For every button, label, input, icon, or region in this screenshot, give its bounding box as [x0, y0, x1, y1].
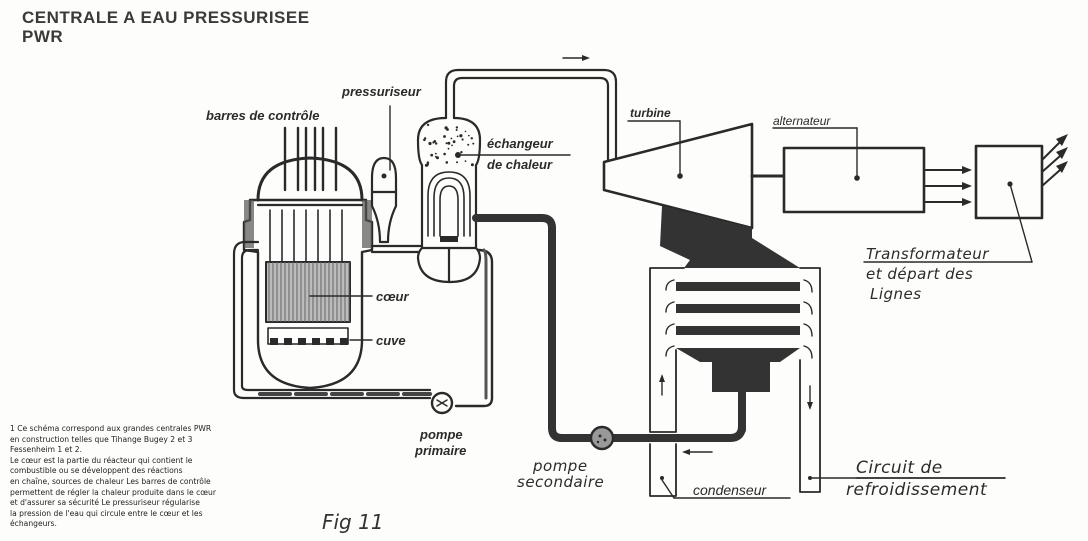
speckle-dot	[423, 138, 426, 142]
speckle-dot	[472, 142, 475, 145]
exchanger-leader-dot	[455, 152, 461, 158]
speckle-dot	[456, 135, 459, 138]
label-heat-exchanger-2: de chaleur	[487, 157, 553, 172]
cooling-leader-dot	[808, 476, 812, 480]
primary-pump	[430, 391, 454, 415]
condenser	[649, 267, 821, 497]
label-vessel: cuve	[376, 333, 406, 348]
heat-exchanger	[416, 116, 482, 284]
speckle-dot	[443, 135, 446, 138]
speckle-dot	[455, 126, 459, 129]
speckle-dot	[434, 152, 437, 155]
reactor-core	[265, 261, 351, 345]
pressurizer	[370, 156, 398, 244]
speckle-dot	[450, 137, 453, 140]
footnote-line: et d'assurer sa sécurité Le pressuriseur…	[10, 498, 200, 508]
footnote: 1 Ce schéma correspond aux grandes centr…	[10, 424, 295, 530]
footnote-line: la pression de l'eau qui circule entre l…	[10, 508, 203, 518]
turbine-exhaust	[660, 206, 800, 268]
speckle-dot	[435, 142, 438, 145]
title-line-2: PWR	[22, 27, 64, 46]
reactor-vessel	[242, 156, 374, 390]
speckle-dot	[459, 134, 463, 138]
condenser-leader-dot	[660, 476, 664, 480]
speckle-dot	[470, 137, 473, 140]
feedwater-flow-arrow	[682, 449, 713, 455]
alternator	[782, 146, 926, 214]
footnote-line: Fessenheim 1 et 2.	[10, 445, 82, 455]
speckle-dot	[446, 128, 449, 131]
speckle-dot	[461, 138, 464, 141]
label-primary-pump-1: pompe	[420, 427, 463, 442]
secondary-pump	[589, 425, 615, 451]
speckle-dot	[456, 161, 458, 164]
cooling-tubes	[676, 282, 800, 392]
speckle-dot	[470, 163, 474, 167]
speckle-dot	[451, 144, 453, 147]
speckle-dot	[428, 141, 432, 146]
speckle-dot	[452, 140, 456, 144]
footnote-line: échangeurs.	[10, 519, 57, 529]
speckle-dot	[447, 147, 450, 150]
speckle-dot	[426, 161, 430, 164]
label-transformer-2: et départ des	[866, 265, 974, 283]
cooling-flow-arrows	[659, 279, 813, 410]
speckle-dot	[430, 153, 434, 157]
speckle-dot	[436, 156, 439, 160]
label-turbine: turbine	[630, 106, 671, 120]
label-transformer-3: Lignes	[870, 285, 922, 303]
speckle-dot	[426, 123, 430, 127]
transformer	[974, 144, 1044, 220]
steam-line	[444, 68, 618, 162]
output-line-arrows	[1041, 134, 1068, 187]
speckle-dot	[445, 161, 449, 164]
footnote-line: en construction telles que Tihange Bugey…	[10, 434, 193, 444]
label-transformer-1: Transformateur	[866, 245, 989, 263]
label-secondary-pump-1: pompe	[533, 457, 588, 475]
speckle-dot	[460, 151, 463, 154]
footnote-line: Le cœur est la partie du réacteur qui co…	[10, 455, 193, 465]
speckle-dot	[464, 160, 467, 163]
label-secondary-pump-2: secondaire	[517, 473, 605, 491]
diagram-title: CENTRALE A EAU PRESSURISEE PWR	[22, 8, 310, 46]
footnote-line: en chaîne, sources de chaleur Les barres…	[10, 476, 211, 486]
speckle-dot	[447, 141, 451, 145]
power-arrows	[923, 166, 972, 206]
leader-lines	[309, 105, 1033, 499]
label-pressurizer: pressuriseur	[342, 84, 421, 99]
label-cooling-1: Circuit de	[856, 458, 943, 478]
label-alternator: alternateur	[773, 114, 831, 128]
footnote-line: combustible ou se développent des réacti…	[10, 466, 183, 476]
speckle-dot	[443, 152, 446, 156]
speckle-dot	[464, 130, 467, 133]
speckle-dot	[427, 163, 429, 166]
speckle-dot	[455, 129, 458, 131]
vessel-bottom-plate	[270, 338, 348, 345]
speckle-dot	[445, 142, 448, 145]
label-heat-exchanger-1: échangeur	[487, 136, 553, 151]
speckle-dot	[433, 140, 437, 143]
label-condenser: condenseur	[693, 482, 767, 498]
primary-loop	[232, 240, 494, 408]
label-control-rods: barres de contrôle	[206, 108, 320, 123]
exchanger-dots	[423, 123, 475, 167]
steam-flow-arrow	[562, 55, 590, 61]
control-rods	[269, 126, 343, 266]
footnote-line: 1 Ce schéma correspond aux grandes centr…	[10, 424, 212, 433]
speckle-dot	[467, 143, 470, 146]
label-primary-pump-2: primaire	[415, 443, 467, 458]
label-cooling-2: refroidissement	[846, 480, 988, 500]
figure-caption: Fig 11	[322, 510, 384, 534]
title-line-1: CENTRALE A EAU PRESSURISEE	[22, 8, 310, 27]
speckle-dot	[468, 134, 470, 137]
label-core: cœur	[376, 289, 409, 304]
footnote-line: permettent de régler la chaleur produite…	[10, 487, 216, 497]
